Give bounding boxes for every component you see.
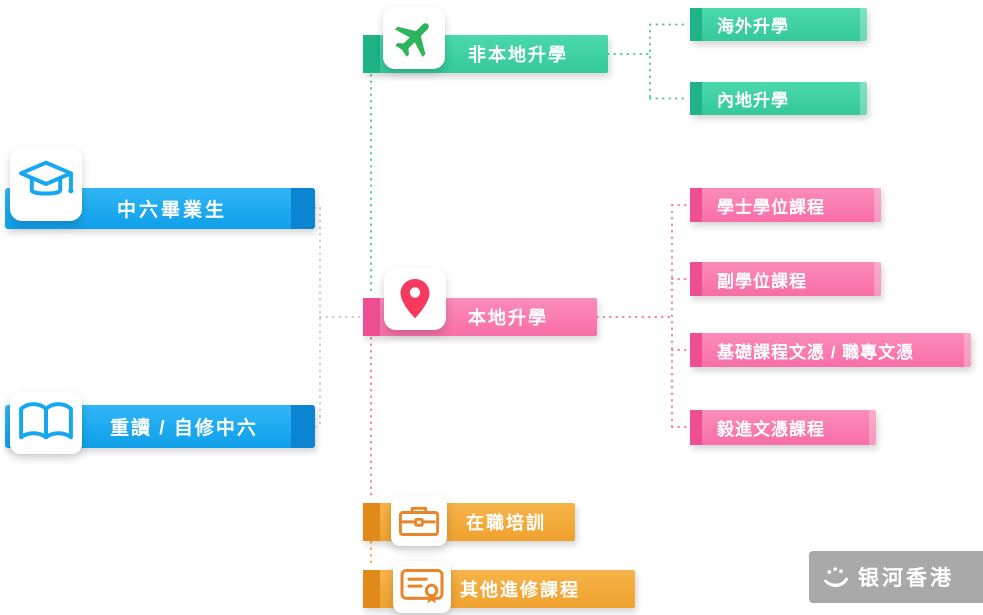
node-label: 學士學位課程	[717, 197, 825, 217]
node-label: 中六畢業生	[117, 200, 228, 221]
node-yijin-diploma: 毅進文憑課程	[690, 410, 876, 445]
node-mainland-study: 內地升學	[690, 82, 867, 115]
node-foundation-diploma: 基礎課程文憑 / 職專文憑	[690, 333, 971, 367]
node-sub-degree: 副學位課程	[690, 262, 881, 296]
node-bachelor-degree: 學士學位課程	[690, 188, 881, 222]
hand-logo-icon	[821, 564, 851, 590]
node-label: 非本地升學	[468, 45, 568, 65]
node-label: 毅進文憑課程	[717, 420, 825, 439]
node-label: 內地升學	[717, 91, 789, 110]
node-label: 在職培訓	[466, 513, 546, 533]
watermark: 银河香港	[809, 551, 983, 603]
node-label: 其他進修課程	[460, 580, 580, 600]
node-label: 副學位課程	[717, 271, 807, 291]
node-label: 海外升學	[717, 17, 789, 36]
node-label: 本地升學	[468, 308, 548, 328]
certificate-icon	[393, 561, 451, 613]
graduation-cap-icon	[10, 147, 82, 221]
node-label: 重讀 / 自修中六	[110, 418, 258, 439]
location-pin-icon	[384, 268, 446, 330]
watermark-text: 银河香港	[858, 567, 954, 590]
node-overseas-study: 海外升學	[690, 8, 867, 41]
open-book-icon	[10, 392, 82, 454]
airplane-icon	[383, 7, 445, 69]
briefcase-icon	[391, 496, 447, 546]
node-label: 基礎課程文憑 / 職專文憑	[717, 342, 915, 362]
